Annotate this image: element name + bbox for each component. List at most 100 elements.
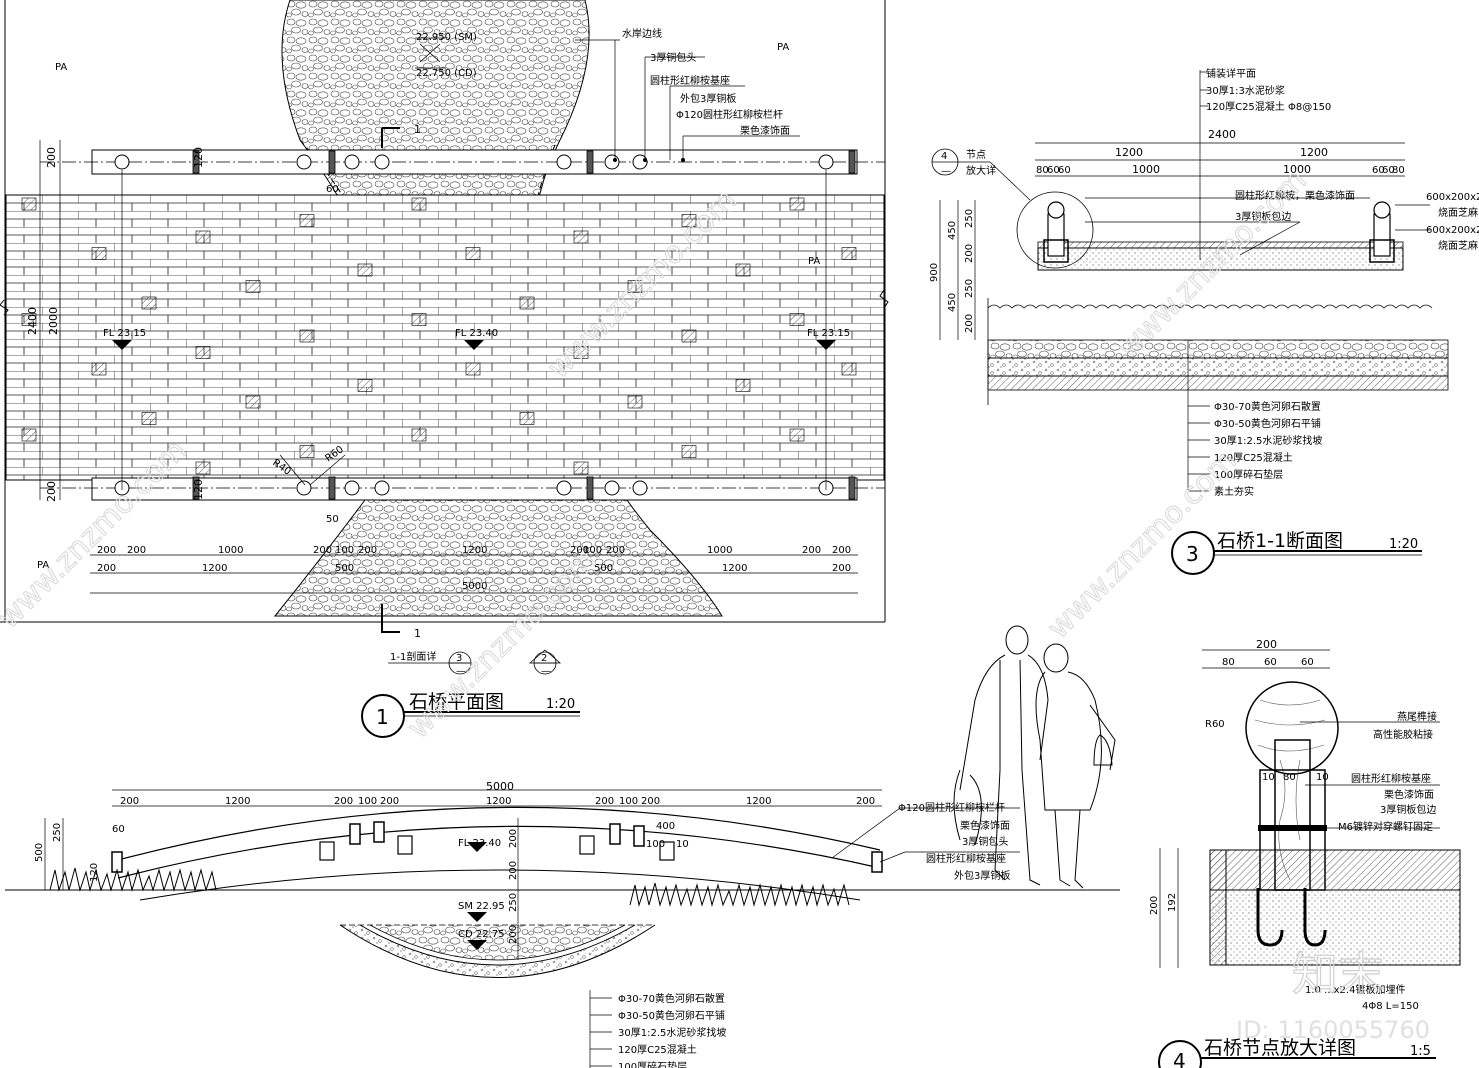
plan-post-base xyxy=(328,476,336,500)
section-title-scale: 1:20 xyxy=(1389,537,1418,552)
elev-vdim-200a: 200 xyxy=(508,829,519,848)
section-title: 石桥1-1断面图 xyxy=(1217,530,1343,552)
plan-ref-3-dash: — xyxy=(456,666,466,677)
section-layer-label: 100厚碎石垫层 xyxy=(1214,468,1283,481)
plan-pa-label-b: PA xyxy=(777,42,789,53)
plan-post xyxy=(632,480,648,496)
detail-label-paint: 栗色漆饰面 xyxy=(1384,788,1434,801)
detail-dim-10b: 10 xyxy=(1316,772,1329,783)
elev-small-400: 400 xyxy=(656,821,675,832)
section-vdim-450b: 450 xyxy=(947,293,958,312)
plan-hatched-brick xyxy=(357,263,373,277)
elev-dim: 200 xyxy=(334,796,353,807)
plan-hatched-brick xyxy=(789,313,805,326)
section-dim-1200b: 1200 xyxy=(1300,146,1328,159)
section-post-left xyxy=(1043,201,1069,263)
plan-post xyxy=(344,154,360,170)
elev-layer-labels: Φ30-70黄色河卵石散置Φ30-50黄色河卵石平铺30厚1:2.5水泥砂浆找坡… xyxy=(590,992,726,1068)
detail-vdim-200: 200 xyxy=(1149,896,1160,915)
section-vdim-200a: 200 xyxy=(964,244,975,263)
section-dim-60c: 60 xyxy=(1372,165,1385,176)
section-node-label-2: 放大详 xyxy=(966,164,996,177)
section-layer-label: Φ30-70黄色河卵石散置 xyxy=(1214,400,1321,413)
section-node-label-1: 节点 xyxy=(966,149,986,161)
plan-hatched-brick xyxy=(627,395,643,409)
plan-hatched-brick xyxy=(519,296,535,310)
plan-hatched-brick xyxy=(573,230,589,244)
plan-hatched-brick xyxy=(519,412,535,425)
detail-label-dovetail: 燕尾榫接 xyxy=(1397,710,1437,723)
plan-post-base xyxy=(328,150,336,174)
section-dim-2400: 2400 xyxy=(1208,128,1236,141)
plan-title-number: 1 xyxy=(376,705,389,729)
elev-dim: 1200 xyxy=(225,796,250,807)
elev-layer-label: 30厚1:2.5水泥砂浆找坡 xyxy=(618,1026,726,1039)
plan-dim-120b: 120 xyxy=(192,479,205,500)
plan-section-mark-bottom: 1 xyxy=(414,627,421,640)
section-dim-80a: 80 xyxy=(1036,165,1049,176)
plan-label-copper-wrap: 外包3厚铜板 xyxy=(680,92,736,105)
section-side-label-1: 圆柱形红柳桉，栗色漆饰面 xyxy=(1235,189,1355,202)
elev-label-copper-cap: 3厚铜包头 xyxy=(962,835,1008,848)
plan-gap-60: 60 xyxy=(326,184,339,195)
plan-post-base xyxy=(586,150,594,174)
section-right-label-2: 烧面芝麻 xyxy=(1438,206,1478,219)
section-layer-labels: Φ30-70黄色河卵石散置 Φ30-50黄色河卵石平铺 30厚1:2.5水泥砂浆找坡… xyxy=(1188,400,1322,498)
plan-hatched-brick xyxy=(789,197,805,211)
elev-layer-label: Φ30-50黄色河卵石平铺 xyxy=(618,1009,725,1022)
plan-dim-top: 100 xyxy=(335,545,354,556)
plan-post-base xyxy=(192,476,200,500)
plan-hatched-brick xyxy=(681,214,697,227)
plan-hatched-brick xyxy=(465,362,481,376)
plan-dim-mid: 200 xyxy=(832,563,851,574)
plan-fl-mid: FL 23.40 xyxy=(455,328,498,339)
section-layer-label: 30厚1:2.5水泥砂浆找坡 xyxy=(1214,434,1322,447)
plan-level-cd: 22.750 (CD) xyxy=(416,68,477,79)
plan-dim-mid: 500 xyxy=(335,563,354,574)
plan-label-base: 圆柱形红柳桉基座 xyxy=(650,74,730,87)
plan-gap-50: 50 xyxy=(326,514,339,525)
elev-layer-label: 120厚C25混凝土 xyxy=(618,1043,697,1056)
plan-post xyxy=(604,480,620,496)
section-dim-60d: 60 xyxy=(1382,165,1395,176)
detail-bottom-2: 4Φ8 L=150 xyxy=(1362,1001,1419,1012)
elev-label-base: 圆柱形红柳桉基座 xyxy=(926,852,1006,865)
detail-radius: R60 xyxy=(1205,719,1225,730)
plan-hatched-brick xyxy=(21,313,37,326)
elev-level-cd: CD 22.75 xyxy=(458,929,505,940)
plan-label-copper-cap: 3厚铜包头 xyxy=(650,51,696,64)
section-side-label-2: 3厚铜板包边 xyxy=(1235,210,1291,223)
plan-dim-mid: 1200 xyxy=(202,563,227,574)
plan-post xyxy=(374,480,390,496)
plan-view: 200 2400 2000 200 120 120 PA PA PA PA 22… xyxy=(0,0,889,738)
detail-dim-60a: 60 xyxy=(1264,657,1277,668)
plan-dim-top: 1000 xyxy=(218,545,243,556)
elev-vdim-250b: 250 xyxy=(508,893,519,912)
plan-post-base xyxy=(586,476,594,500)
plan-hatched-brick xyxy=(411,197,427,211)
plan-post xyxy=(818,154,834,170)
elev-vdim-250: 250 xyxy=(52,823,63,842)
elev-dim-5000: 5000 xyxy=(486,780,514,793)
plan-dim-top: 200 xyxy=(313,545,332,556)
plan-pa-label-d: PA xyxy=(37,560,49,571)
plan-hatched-brick xyxy=(141,296,157,310)
elev-vdim-120: 120 xyxy=(89,863,100,882)
section-dim-1200a: 1200 xyxy=(1115,146,1143,159)
plan-dim-top: 200 xyxy=(570,545,589,556)
detail-dim-60b: 60 xyxy=(1301,657,1314,668)
plan-dim-mid: 200 xyxy=(97,563,116,574)
section-vdim-900: 900 xyxy=(929,263,940,282)
section-vdim-250a: 250 xyxy=(964,209,975,228)
section-layer-label: 素土夯实 xyxy=(1214,485,1254,498)
plan-dim-top: 200 xyxy=(127,545,146,556)
section-right-label-1: 600x200x2 xyxy=(1426,192,1479,203)
plan-hatched-brick xyxy=(411,428,427,442)
plan-dim-top: 100 xyxy=(583,545,602,556)
plan-hatched-brick xyxy=(245,280,261,293)
section-layer-label: Φ30-50黄色河卵石平铺 xyxy=(1214,417,1321,430)
plan-hatched-brick xyxy=(573,461,589,475)
plan-dim-top: 1000 xyxy=(707,545,732,556)
